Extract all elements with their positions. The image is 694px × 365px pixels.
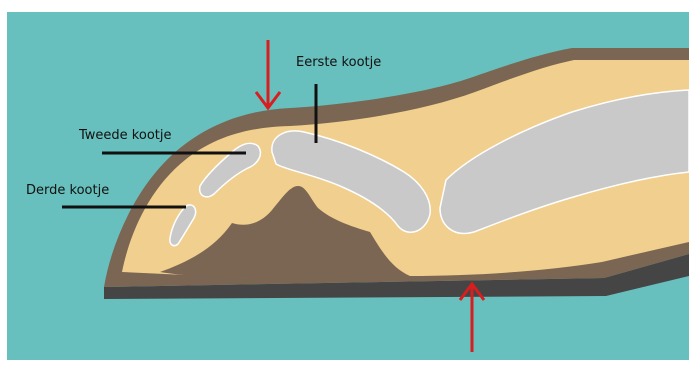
first-phalanx-label: Eerste kootje: [296, 55, 381, 70]
second-phalanx-label: Tweede kootje: [78, 128, 171, 143]
third-phalanx-label: Derde kootje: [26, 183, 109, 198]
